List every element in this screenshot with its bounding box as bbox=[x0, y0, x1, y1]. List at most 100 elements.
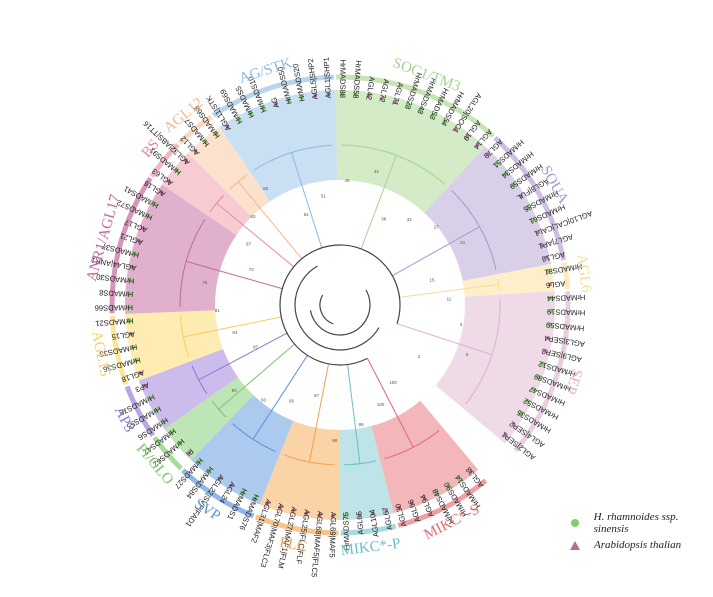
bootstrap-value: 5 bbox=[466, 352, 469, 357]
leaf-marker-circle bbox=[133, 251, 138, 257]
leaf-marker-triangle bbox=[291, 508, 295, 513]
leaf-marker-circle bbox=[531, 387, 536, 392]
backbone-arc bbox=[309, 289, 371, 336]
clade-sector-agl15 bbox=[125, 310, 224, 381]
bootstrap-value: 100 bbox=[389, 380, 397, 385]
leaf-branch bbox=[204, 219, 206, 221]
clade-stem bbox=[183, 316, 282, 338]
leaf-label: AG bbox=[269, 96, 281, 109]
clade-stem bbox=[396, 323, 493, 356]
bootstrap-value: 54 bbox=[304, 212, 310, 217]
bootstrap-value: 99 bbox=[358, 422, 364, 427]
clade-stem bbox=[218, 343, 295, 410]
clade-sector-ap3 bbox=[138, 349, 238, 429]
leaf-marker-triangle bbox=[278, 505, 282, 510]
leaf-marker-circle bbox=[299, 95, 305, 100]
bootstrap-value: 51 bbox=[321, 193, 327, 198]
leaf-marker-circle bbox=[434, 490, 439, 495]
circle-marker-icon bbox=[570, 519, 579, 527]
clade-arc-agl12 bbox=[177, 114, 213, 145]
triangle-marker-icon bbox=[570, 540, 580, 550]
clade-sector-flc bbox=[259, 420, 340, 520]
clade-label-agl6: AGL6 bbox=[573, 253, 594, 294]
bootstrap-value: 58 bbox=[263, 186, 269, 191]
clade-arc-mikc-s bbox=[397, 478, 488, 528]
leaf-marker-circle bbox=[128, 278, 133, 283]
leaf-marker-circle bbox=[127, 318, 132, 323]
clade-arc-agl15 bbox=[109, 315, 129, 386]
clade-stem bbox=[216, 202, 295, 268]
leaf-marker-triangle bbox=[380, 96, 384, 101]
bootstrap-value: 63 bbox=[251, 214, 257, 219]
leaf-marker-triangle bbox=[475, 143, 480, 147]
leaf-marker-triangle bbox=[130, 265, 135, 269]
leaf-marker-circle bbox=[214, 131, 219, 137]
leaf-marker-circle bbox=[131, 344, 136, 350]
bootstrap-value: 49 bbox=[345, 178, 351, 183]
bootstrap-value: 95 bbox=[289, 399, 295, 404]
leaf-marker-circle bbox=[203, 140, 208, 145]
leaf-label: HrMADS66 bbox=[95, 303, 133, 312]
leaf-marker-circle bbox=[134, 357, 139, 363]
backbone-arc bbox=[319, 294, 334, 325]
leaf-label: HrMADS88 bbox=[338, 60, 347, 98]
leaf-marker-triangle bbox=[465, 134, 469, 139]
leaf-marker-triangle bbox=[543, 256, 548, 260]
leaf-marker-triangle bbox=[371, 511, 375, 516]
bootstrap-value: 72 bbox=[249, 267, 255, 272]
bootstrap-value: 11 bbox=[447, 297, 452, 302]
legend: H. rhamnoides ssp. sinensis Arabidopsis … bbox=[568, 511, 713, 556]
leaf-marker-circle bbox=[196, 459, 201, 464]
leaf-marker-circle bbox=[353, 92, 358, 97]
leaf-marker-triangle bbox=[274, 102, 278, 106]
clade-branch-arc bbox=[254, 144, 332, 171]
clade-branch-arc bbox=[209, 195, 224, 212]
clade-arc-sep bbox=[513, 291, 571, 453]
bootstrap-value: 44 bbox=[374, 169, 380, 174]
leaf-marker-circle bbox=[161, 418, 167, 424]
bootstrap-value: 32 bbox=[407, 217, 413, 222]
leaf-marker-circle bbox=[252, 495, 258, 501]
root-arc bbox=[279, 244, 401, 366]
bootstrap-value: 76 bbox=[202, 280, 208, 285]
leaf-marker-triangle bbox=[485, 152, 490, 156]
leaf-marker-triangle bbox=[137, 239, 141, 243]
clade-arc-svp bbox=[181, 468, 255, 519]
leaf-marker-triangle bbox=[548, 282, 552, 287]
leaf-label: HrMADS8 bbox=[99, 288, 134, 299]
leaf-marker-triangle bbox=[546, 336, 551, 340]
leaf-marker-circle bbox=[154, 407, 159, 412]
leaf-marker-circle bbox=[446, 483, 451, 489]
leaf-label: AGL42 bbox=[364, 76, 376, 101]
leaf-marker-circle bbox=[530, 217, 536, 223]
leaf-marker-triangle bbox=[397, 505, 402, 510]
leaf-marker-triangle bbox=[536, 230, 540, 235]
leaf-marker-circle bbox=[206, 468, 212, 473]
clade-stem bbox=[237, 181, 303, 260]
leaf-marker-triangle bbox=[167, 179, 171, 184]
leaf-marker-triangle bbox=[384, 509, 389, 513]
legend-item-arabidopsis: Arabidopsis thalian bbox=[568, 534, 713, 556]
leaf-label: HrMADS58 bbox=[351, 60, 363, 99]
leaf-label: PI bbox=[184, 447, 195, 458]
bootstrap-value: 3 bbox=[418, 354, 421, 359]
leaf-marker-circle bbox=[548, 295, 554, 301]
leaf-marker-circle bbox=[405, 103, 411, 108]
leaf-marker-triangle bbox=[143, 383, 147, 388]
leaf-marker-circle bbox=[430, 113, 436, 118]
leaf-label: HrMADS75 bbox=[341, 512, 351, 551]
leaf-marker-triangle bbox=[265, 501, 270, 505]
clade-stem bbox=[347, 364, 361, 464]
bootstrap-value: 93 bbox=[261, 397, 267, 402]
leaf-branch bbox=[450, 190, 453, 192]
clade-label-agl15: AGL15 bbox=[88, 330, 113, 378]
clade-sector-agl6 bbox=[462, 263, 555, 297]
leaf-marker-triangle bbox=[129, 332, 133, 336]
bootstrap-value: 38 bbox=[381, 217, 387, 222]
leaf-marker-circle bbox=[148, 395, 153, 401]
clade-stem bbox=[360, 155, 397, 250]
bootstrap-value: 97 bbox=[314, 393, 320, 398]
leaf-marker-triangle bbox=[184, 158, 188, 163]
clade-stem bbox=[252, 355, 308, 440]
